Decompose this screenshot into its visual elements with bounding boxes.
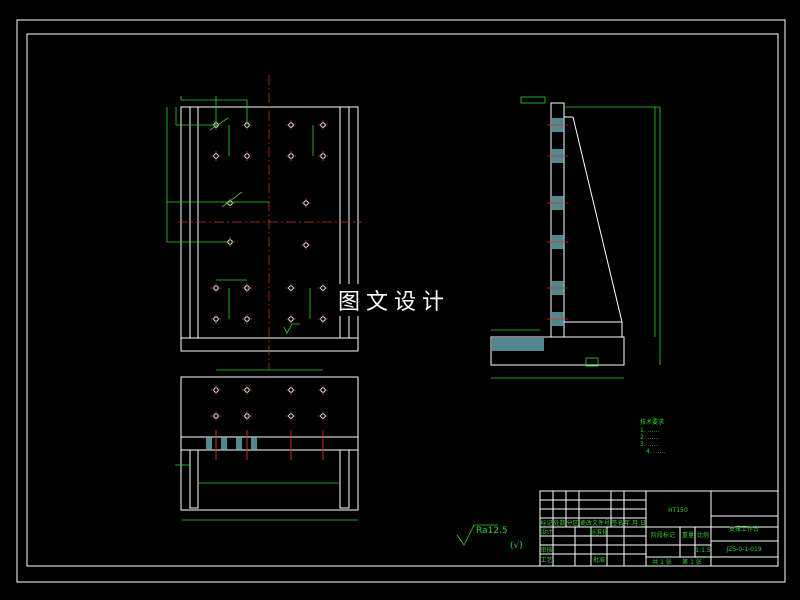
hole <box>303 200 309 206</box>
sheet-number: 第 1 张 <box>682 558 702 566</box>
approve-label: 批准 <box>593 556 605 564</box>
technical-notes: 技术要求 1. …… 2. …… 3. …… 4. …… <box>640 418 666 455</box>
header-change-doc: 更改文件号 <box>580 519 610 527</box>
header-count: 处数 <box>553 519 565 527</box>
hole <box>288 413 294 419</box>
scale-label: 比例 <box>697 531 709 539</box>
process-label: 工艺 <box>540 556 552 564</box>
roughness-other-mark: (√) <box>510 540 523 551</box>
hole <box>213 387 219 393</box>
drawing-number: JZS-0-1-019 <box>725 546 761 553</box>
hole <box>320 387 326 393</box>
side-view <box>490 96 661 379</box>
standardization-label: 标准化 <box>590 528 608 536</box>
hole <box>244 413 250 419</box>
watermark: 图文设计 <box>336 284 453 316</box>
header-date: 年.月.日 <box>624 519 646 527</box>
scale-value: 1:1.5 <box>695 547 711 554</box>
hole <box>320 153 326 159</box>
hole <box>213 316 219 322</box>
weight-label: 重量 <box>682 531 694 539</box>
hole <box>288 316 294 322</box>
hole <box>288 122 294 128</box>
material: HT150 <box>668 507 688 514</box>
note-line: 1. …… <box>640 427 660 434</box>
notes-heading: 技术要求 <box>640 418 664 426</box>
outer-frame <box>16 19 786 583</box>
note-line: 2. …… <box>640 434 660 441</box>
inner-frame <box>26 33 779 567</box>
hole <box>303 242 309 248</box>
header-signature: 签名 <box>611 519 623 527</box>
hole <box>320 316 326 322</box>
hole <box>288 387 294 393</box>
header-zone: 分区 <box>566 519 578 527</box>
hole <box>244 285 250 291</box>
hole <box>244 316 250 322</box>
hole <box>288 153 294 159</box>
hole <box>320 285 326 291</box>
review-label: 审核 <box>540 546 552 554</box>
title-block: 标记 处数 分区 更改文件号 签名 年.月.日 设计 标准化 审核 工艺 批准 … <box>539 490 779 567</box>
hole <box>320 413 326 419</box>
front-view <box>166 75 362 370</box>
header-mark: 标记 <box>540 519 552 527</box>
hole <box>320 122 326 128</box>
sheet-count: 共 1 张 <box>652 558 672 566</box>
part-name: 支撑工作台 <box>729 525 759 533</box>
hole <box>213 153 219 159</box>
design-label: 设计 <box>540 528 552 536</box>
hole <box>213 285 219 291</box>
hole <box>244 387 250 393</box>
hole <box>288 285 294 291</box>
note-line: 3. …… <box>640 441 660 448</box>
hole <box>213 413 219 419</box>
hole <box>244 153 250 159</box>
bottom-view <box>175 369 359 521</box>
stage-mark-label: 阶段标记 <box>651 531 675 539</box>
roughness-value: Ra12.5 <box>476 526 508 536</box>
note-line: 4. …… <box>646 448 666 455</box>
surface-roughness: Ra12.5 (√) <box>456 524 523 551</box>
